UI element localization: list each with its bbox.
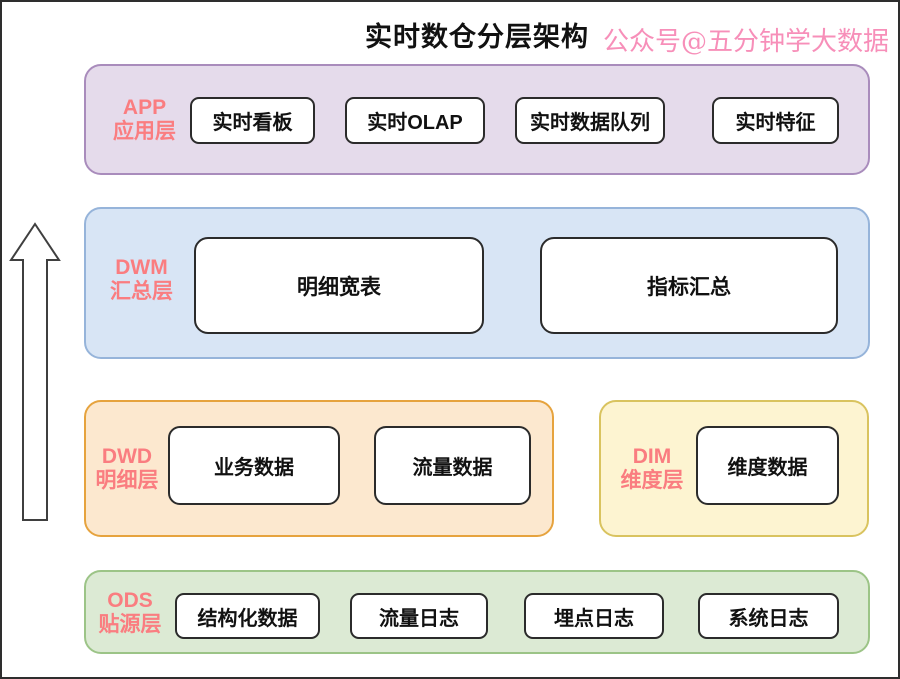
- layer-code-dwm: DWM: [115, 256, 168, 279]
- layer-label-app: APP 应用层: [97, 96, 192, 144]
- layer-code-dwd: DWD: [101, 445, 153, 468]
- layer-name-app: 应用层: [113, 120, 176, 144]
- watermark-text: 公众号@五分钟学大数据: [603, 27, 890, 57]
- layer-name-ods: 贴源层: [98, 613, 162, 637]
- layer-name-dim: 维度层: [620, 469, 684, 493]
- node-tracking-log: 埋点日志: [524, 593, 664, 639]
- layer-name-dwd: 明细层: [95, 469, 159, 493]
- layer-label-dim: DIM 维度层: [612, 445, 692, 493]
- node-system-log: 系统日志: [698, 593, 839, 639]
- layer-code-dim: DIM: [632, 445, 672, 468]
- layer-label-dwd: DWD 明细层: [87, 445, 167, 493]
- node-metric-summary: 指标汇总: [540, 237, 838, 334]
- node-realtime-olap: 实时OLAP: [345, 97, 485, 144]
- layer-label-ods: ODS 贴源层: [90, 589, 170, 637]
- node-structured-data: 结构化数据: [175, 593, 320, 639]
- node-detail-wide-table: 明细宽表: [194, 237, 484, 334]
- layer-code-app: APP: [122, 96, 167, 119]
- layer-label-dwm: DWM 汇总层: [94, 256, 189, 304]
- node-realtime-dashboard: 实时看板: [190, 97, 315, 144]
- node-dimension-data: 维度数据: [696, 426, 839, 505]
- layer-code-ods: ODS: [107, 589, 153, 612]
- layer-name-dwm: 汇总层: [110, 280, 173, 304]
- node-business-data: 业务数据: [168, 426, 340, 505]
- page-title: 实时数仓分层架构: [365, 22, 589, 52]
- node-realtime-data-queue: 实时数据队列: [515, 97, 665, 144]
- node-traffic-log: 流量日志: [350, 593, 488, 639]
- node-traffic-data: 流量数据: [374, 426, 531, 505]
- node-realtime-feature: 实时特征: [712, 97, 839, 144]
